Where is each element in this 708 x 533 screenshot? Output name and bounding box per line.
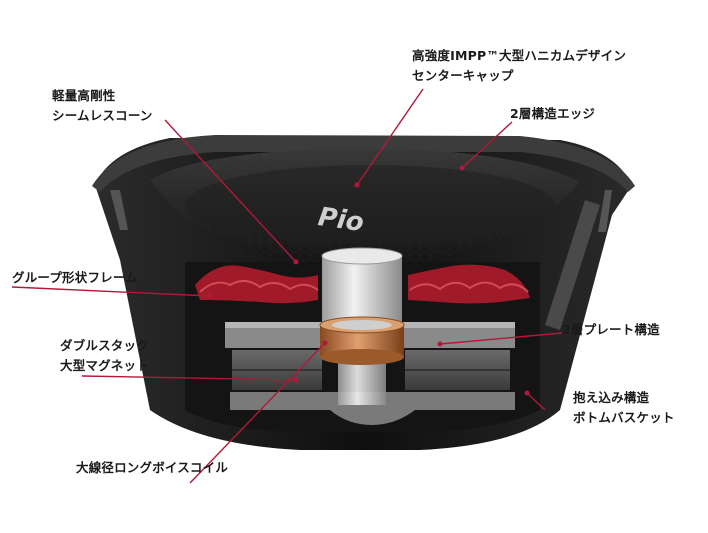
motor-assembly bbox=[185, 247, 540, 432]
label-basket: 抱え込み構造 ボトムバスケット bbox=[573, 390, 675, 425]
label-edge: 2層構造エッジ bbox=[510, 106, 596, 121]
callout-leaders bbox=[11, 88, 563, 484]
label-coil: 大線径ロングボイスコイル bbox=[76, 460, 229, 475]
center-cap: Pio bbox=[185, 165, 555, 245]
voice-coil bbox=[319, 316, 405, 365]
red-spider bbox=[195, 264, 530, 304]
brand-logo: Pio bbox=[316, 202, 366, 238]
label-magnet: ダブルスタック 大型マグネット bbox=[60, 338, 149, 373]
label-center-cap: 高強度IMPP™大型ハニカムデザイン センターキャップ bbox=[412, 48, 627, 83]
label-plate: 2層プレート構造 bbox=[562, 322, 660, 337]
label-cone: 軽量高剛性 シームレスコーン bbox=[52, 88, 153, 123]
pole-piece bbox=[322, 256, 402, 326]
label-frame: グループ形状フレーム bbox=[12, 270, 138, 285]
